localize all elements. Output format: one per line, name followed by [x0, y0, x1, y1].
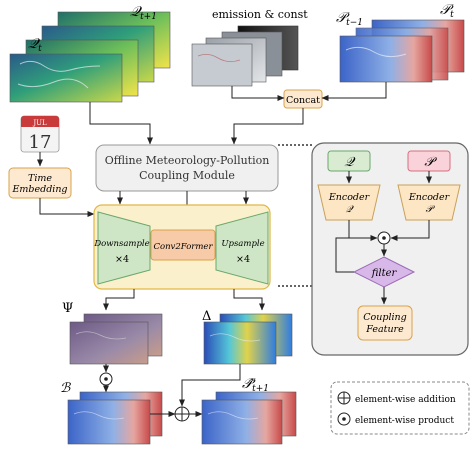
calendar-day: 17 — [29, 132, 52, 153]
encoder-p-box — [397, 184, 461, 221]
filter-feedback-line — [335, 237, 377, 273]
delta-map — [203, 313, 293, 365]
label-q-t: 𝒬t — [28, 36, 42, 54]
calendar-icon: JUL 17 — [20, 115, 60, 153]
connector-emission-concat — [231, 86, 285, 101]
detail-q-label: 𝒬 — [344, 155, 356, 170]
dotted-link-module-panel — [278, 144, 312, 287]
label-b: ℬ — [60, 381, 71, 396]
connector-unet-psi — [103, 289, 135, 311]
pollution-map-stack — [339, 19, 465, 83]
downsample-label: Downsample — [93, 239, 149, 249]
p-hat-map — [201, 391, 297, 445]
concat-label: Concat — [286, 95, 320, 106]
plus-circle-icon — [174, 406, 190, 422]
emission-map-stack — [191, 25, 299, 87]
calendar-month: JUL — [32, 119, 47, 127]
label-q-t-plus-1: 𝒬t+1 — [130, 4, 157, 22]
conv2former-box — [150, 229, 216, 261]
encoder-q-box — [317, 184, 381, 221]
detail-dot-circle-icon — [377, 231, 391, 245]
conv2former-label: Conv2Former — [153, 242, 213, 252]
coupling-module-box — [95, 144, 279, 192]
filter-label: filter — [371, 268, 398, 279]
label-p-t: 𝒫t — [440, 2, 454, 20]
legend-box — [330, 381, 470, 435]
legend-plus-icon — [337, 391, 351, 405]
legend-product-label: element-wise product — [355, 416, 454, 426]
connector-met-module — [89, 102, 153, 145]
psi-map — [69, 313, 163, 365]
connector-time-unet — [39, 198, 95, 217]
connector-unet-delta — [233, 289, 265, 311]
upsample-trapezoid — [215, 211, 269, 285]
label-psi: Ψ — [62, 301, 73, 316]
upsample-factor: ×4 — [236, 254, 250, 265]
upsample-label: Upsample — [221, 239, 264, 249]
meteorology-map-stack — [9, 11, 171, 103]
dot-circle-icon — [99, 372, 113, 386]
label-p-t-minus-1: 𝒫t−1 — [336, 10, 363, 28]
connector-concat-module — [231, 108, 304, 145]
downsample-trapezoid — [97, 211, 151, 285]
label-delta: Δ — [202, 309, 211, 324]
downsample-factor: ×4 — [115, 254, 129, 265]
legend-dot-icon — [337, 412, 351, 426]
label-p-hat: 𝒫̂t+1 — [242, 376, 269, 394]
label-emission-const: emission & const — [212, 8, 308, 21]
b-map — [67, 391, 163, 445]
legend-addition-label: element-wise addition — [355, 395, 456, 405]
coupling-feature-box — [357, 305, 413, 341]
connector-pollution-concat — [321, 82, 387, 101]
